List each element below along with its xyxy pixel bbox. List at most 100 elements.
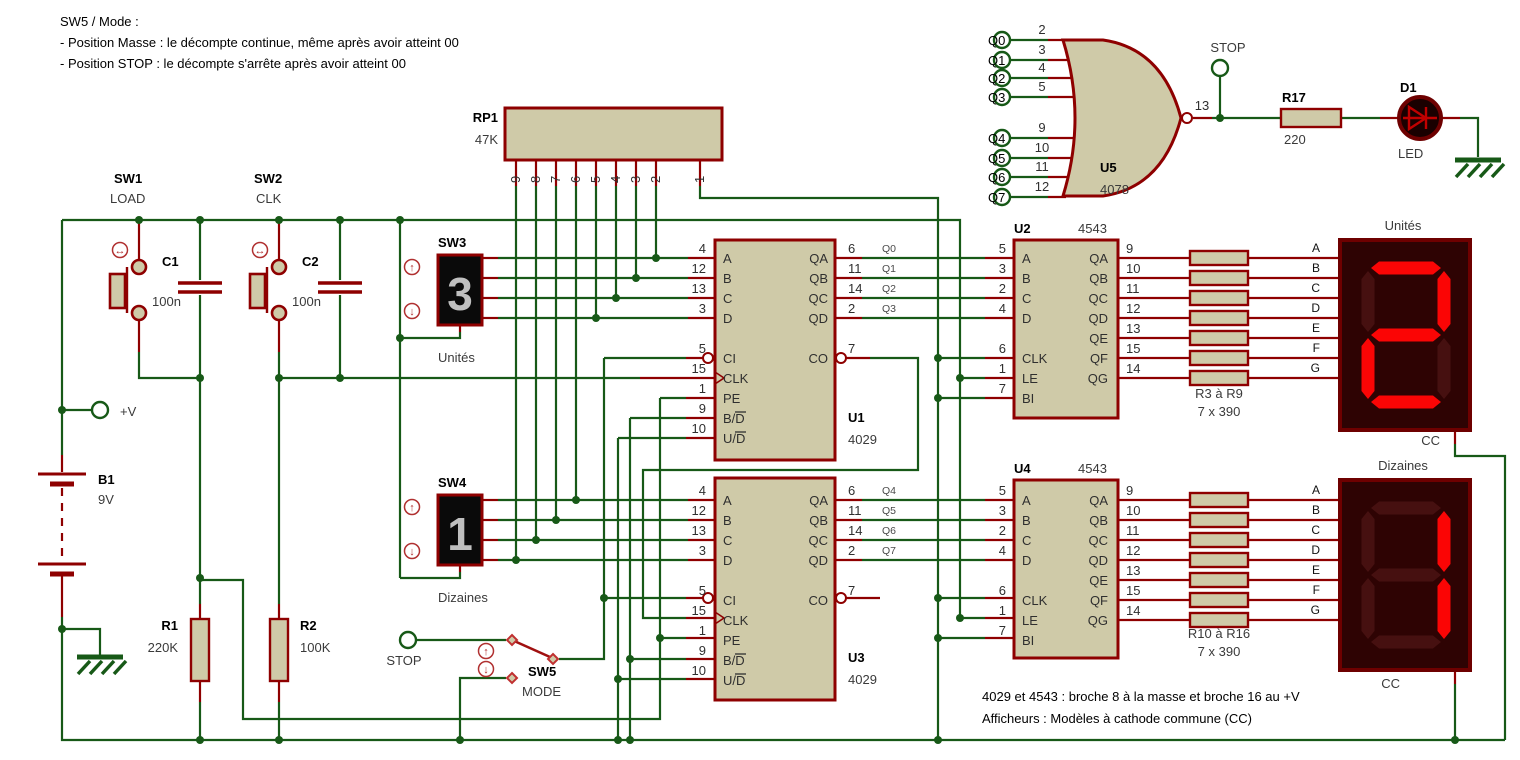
pin-number: 2 <box>999 523 1006 538</box>
pin-name: CLK <box>723 371 749 386</box>
sw5-down-arrow-icon[interactable] <box>477 660 495 678</box>
resistor-body <box>1188 551 1250 569</box>
button-terminal[interactable] <box>270 258 288 276</box>
pin-name: QD <box>1089 311 1109 326</box>
sw3-down-arrow-glyph[interactable]: ↓ <box>409 306 415 318</box>
junction-dot <box>196 216 204 224</box>
pin-number: 14 <box>848 281 862 296</box>
sw4-up-arrow-icon[interactable] <box>403 498 421 516</box>
sw5-up-arrow-icon[interactable] <box>477 642 495 660</box>
switch-contact[interactable] <box>505 671 519 685</box>
resistor-body <box>1188 511 1250 529</box>
u4-body <box>1012 478 1120 660</box>
sw1-press-arrow-icon[interactable] <box>111 241 129 259</box>
button-terminal[interactable] <box>130 258 148 276</box>
pin-number: 9 <box>1038 120 1045 135</box>
vplus-label: +V <box>120 404 137 419</box>
pin-name: QC <box>1089 533 1109 548</box>
segment-letter: F <box>1313 583 1320 597</box>
sw3-digit[interactable]: 3 <box>447 268 473 320</box>
segment-letter: B <box>1312 503 1320 517</box>
sw4-down-arrow-icon[interactable] <box>403 542 421 560</box>
note-line: - Position Masse : le décompte continue,… <box>60 35 459 50</box>
sw3-up-arrow-glyph[interactable]: ↑ <box>409 262 415 274</box>
sw5-up-arrow-glyph[interactable]: ↑ <box>483 646 489 658</box>
terminal-node <box>1210 58 1230 78</box>
ground-hatch <box>1466 162 1482 179</box>
junction-dot <box>135 216 143 224</box>
sw1-press-arrow-glyph[interactable]: ↔ <box>115 245 126 257</box>
junction-dot <box>512 556 520 564</box>
segment-A <box>1371 261 1441 275</box>
sw3-down-arrow-icon[interactable] <box>403 302 421 320</box>
gate-input-label: Q6 <box>988 170 1005 185</box>
pin-number: 4 <box>999 301 1006 316</box>
segment-E <box>1361 338 1375 399</box>
pin-number: 9 <box>1126 483 1133 498</box>
pin-name: D <box>723 311 732 326</box>
net-label: Q7 <box>882 545 896 557</box>
junction-dot <box>600 594 608 602</box>
ground-hatch <box>100 659 116 676</box>
sw5-ref: SW5 <box>528 664 556 679</box>
junction-dot <box>275 216 283 224</box>
wire <box>559 358 606 661</box>
sw4-body[interactable] <box>436 493 484 567</box>
junction-dot <box>275 736 283 744</box>
button-terminal[interactable] <box>130 304 148 322</box>
pin-number: 14 <box>848 523 862 538</box>
switch-contact[interactable] <box>505 633 519 647</box>
pin-number: 13 <box>692 523 706 538</box>
resistor-body <box>1188 571 1250 589</box>
c1-ref: C1 <box>162 254 179 269</box>
cc-wire-units <box>1453 444 1507 740</box>
u4-value: 4543 <box>1078 461 1107 476</box>
vplus-rail <box>62 218 962 618</box>
pin-name: QA <box>1089 493 1108 508</box>
pin-name: CLK <box>1022 593 1048 608</box>
junction-dot <box>196 736 204 744</box>
wire <box>400 572 462 580</box>
button-terminal[interactable] <box>270 304 288 322</box>
inverter-bubble <box>1181 112 1193 124</box>
resistor-body <box>1188 249 1250 267</box>
segment-D <box>1371 395 1441 409</box>
resistor-body <box>1188 269 1250 287</box>
pin-name: QB <box>1089 271 1108 286</box>
sw4-digit[interactable]: 1 <box>447 508 473 560</box>
segment-letter: D <box>1311 301 1320 315</box>
pin-number: 3 <box>699 301 706 316</box>
display-cc: CC <box>1381 676 1400 691</box>
pin-name: B/D <box>723 653 745 668</box>
resistor-body <box>1188 369 1250 387</box>
segment-letter: A <box>1312 483 1320 497</box>
sw5-down-arrow-glyph[interactable]: ↓ <box>483 664 489 676</box>
pin-number: 2 <box>999 281 1006 296</box>
terminal-node <box>992 187 1012 207</box>
sw3-up-arrow-icon[interactable] <box>403 258 421 276</box>
resistor-body <box>1279 107 1343 129</box>
sw5-blade[interactable] <box>511 638 551 659</box>
sw2-press-arrow-icon[interactable] <box>251 241 269 259</box>
r1-ref: R1 <box>161 618 178 633</box>
footer-line: Afficheurs : Modèles à cathode commune (… <box>982 711 1252 726</box>
switch-contact[interactable] <box>546 652 560 666</box>
pin-number: 4 <box>999 543 1006 558</box>
u3-ref: U3 <box>848 650 865 665</box>
pin-number: 13 <box>692 281 706 296</box>
segment-B <box>1437 271 1451 332</box>
u5-ref: U5 <box>1100 160 1117 175</box>
segment-B <box>1437 511 1451 572</box>
sw3-body[interactable] <box>436 253 484 327</box>
pin-number: 7 <box>999 623 1006 638</box>
pin-number: 2 <box>848 543 855 558</box>
load-net <box>200 398 662 721</box>
sw4-up-arrow-glyph[interactable]: ↑ <box>409 502 415 514</box>
display-title: Dizaines <box>1378 458 1428 473</box>
pin-name: QC <box>809 533 829 548</box>
sw4-down-arrow-glyph[interactable]: ↓ <box>409 546 415 558</box>
pin-name: QD <box>1089 553 1109 568</box>
pin-name: BI <box>1022 633 1034 648</box>
sw1-value: LOAD <box>110 191 145 206</box>
sw2-press-arrow-glyph[interactable]: ↔ <box>255 245 266 257</box>
